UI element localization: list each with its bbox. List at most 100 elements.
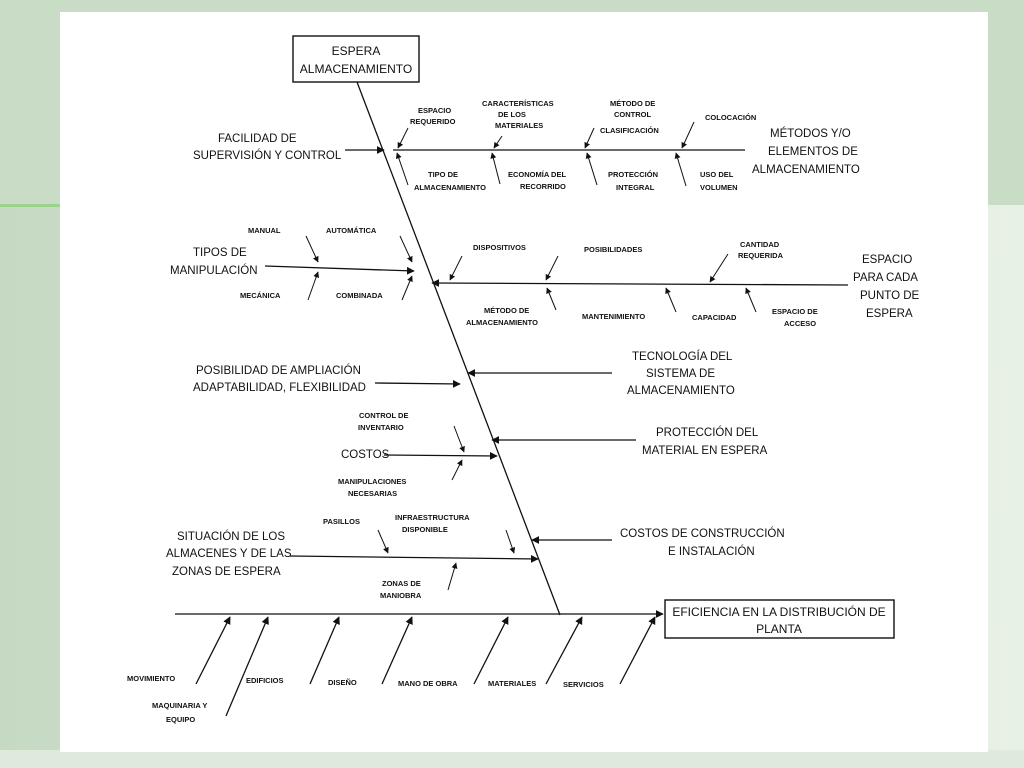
rib-mecanica bbox=[307, 271, 320, 301]
costos-construccion-label-2: E INSTALACIÓN bbox=[668, 545, 755, 558]
tecnologia-label-2: SISTEMA DE bbox=[646, 368, 715, 380]
tipos-label-2: MANIPULACIÓN bbox=[170, 264, 258, 277]
costos-label: COSTOS bbox=[341, 449, 390, 461]
manipulaciones-2: NECESARIAS bbox=[348, 489, 397, 498]
head-box-line-1: EFICIENCIA EN LA DISTRIBUCIÓN DE bbox=[672, 604, 885, 619]
rib-head-extra bbox=[619, 616, 656, 685]
diseno: DISEÑO bbox=[328, 678, 357, 687]
tecnologia-label-1: TECNOLOGÍA DEL bbox=[632, 350, 733, 363]
rib-proteccion-integral bbox=[585, 152, 598, 186]
spine-diagonal bbox=[356, 81, 561, 616]
rib-mantenimiento bbox=[665, 287, 677, 313]
espacio-label-1: ESPACIO bbox=[862, 254, 912, 266]
metodos-label-1: MÉTODOS Y/O bbox=[770, 127, 851, 140]
tipos-label-1: TIPOS DE bbox=[193, 247, 247, 259]
rib-pasillos bbox=[377, 529, 389, 554]
situacion-label-3: ZONAS DE ESPERA bbox=[172, 566, 281, 578]
rib-cantidad-requerida bbox=[709, 253, 729, 283]
pasillos: PASILLOS bbox=[323, 517, 360, 526]
caracteristicas-3: MATERIALES bbox=[495, 121, 543, 130]
zonas-maniobra-2: MANIOBRA bbox=[380, 591, 422, 600]
uso-volumen-1: USO DEL bbox=[700, 170, 734, 179]
economia-1: ECONOMÍA DEL bbox=[508, 170, 566, 179]
caracteristicas-2: DE LOS bbox=[498, 110, 526, 119]
control-inventario-1: CONTROL DE bbox=[359, 411, 408, 420]
head-box-line-2: PLANTA bbox=[756, 622, 802, 636]
zonas-maniobra-1: ZONAS DE bbox=[382, 579, 421, 588]
caracteristicas-1: CARACTERÍSTICAS bbox=[482, 99, 554, 108]
automatica: AUTOMÁTICA bbox=[326, 226, 377, 235]
rib-maquinaria bbox=[225, 616, 269, 717]
espacio-label-2: PARA CADA bbox=[853, 272, 918, 284]
tail-box-line-2: ALMACENAMIENTO bbox=[300, 62, 412, 76]
costos-construccion-label-1: COSTOS DE CONSTRUCCIÓN bbox=[620, 527, 785, 540]
maquinaria-2: EQUIPO bbox=[166, 715, 195, 724]
rib-automatica bbox=[399, 235, 413, 263]
cantidad-requerida-1: CANTIDAD bbox=[740, 240, 780, 249]
control-inventario-2: INVENTARIO bbox=[358, 423, 404, 432]
infraestructura-2: DISPONIBLE bbox=[402, 525, 448, 534]
accent-line bbox=[0, 204, 60, 207]
metodos-label-2: ELEMENTOS DE bbox=[768, 146, 858, 158]
tail-box: ESPERA ALMACENAMIENTO bbox=[292, 35, 420, 83]
rib-metodo-control bbox=[584, 127, 595, 149]
mantenimiento: MANTENIMIENTO bbox=[582, 312, 645, 321]
branch-situacion-arrow bbox=[289, 555, 539, 563]
rib-movimiento bbox=[195, 616, 231, 685]
dispositivos: DISPOSITIVOS bbox=[473, 243, 526, 252]
metodos-label-3: ALMACENAMIENTO bbox=[752, 164, 860, 176]
metodo-almacenamiento-1: MÉTODO DE bbox=[484, 306, 529, 315]
branch-posibilidad-arrow bbox=[374, 380, 461, 388]
rib-espacio-requerido bbox=[397, 127, 409, 149]
situacion-label-1: SITUACIÓN DE LOS bbox=[177, 530, 285, 543]
rib-colocacion bbox=[681, 121, 695, 149]
combinada: COMBINADA bbox=[336, 291, 383, 300]
rib-zonas-maniobra bbox=[447, 562, 458, 591]
materiales: MATERIALES bbox=[488, 679, 536, 688]
rib-uso-volumen bbox=[674, 152, 687, 187]
branch-costos-arrow bbox=[383, 452, 498, 460]
background-band-bottom bbox=[0, 750, 1024, 768]
rib-economia bbox=[490, 152, 501, 185]
facilidad-label-1: FACILIDAD DE bbox=[218, 133, 297, 145]
rib-manual bbox=[305, 235, 319, 263]
posibilidad-label-2: ADAPTABILIDAD, FLEXIBILIDAD bbox=[193, 382, 366, 394]
rib-manipulaciones bbox=[451, 459, 463, 481]
metodo-control-2: CONTROL bbox=[614, 110, 651, 119]
rib-dispositivos bbox=[449, 255, 463, 281]
tail-box-line-1: ESPERA bbox=[332, 44, 381, 58]
espacio-label-4: ESPERA bbox=[866, 308, 913, 320]
facilidad-label-2: SUPERVISIÓN Y CONTROL bbox=[193, 149, 342, 162]
metodo-control-3: CLASIFICACIÓN bbox=[600, 126, 659, 135]
situacion-label-2: ALMACENES Y DE LAS bbox=[166, 548, 292, 560]
rib-control-inventario bbox=[453, 425, 465, 453]
branch-tipos-arrow bbox=[264, 265, 415, 275]
economia-2: RECORRIDO bbox=[520, 182, 566, 191]
rib-tipo-almacenamiento bbox=[395, 152, 409, 186]
espacio-requerido-1: ESPACIO bbox=[418, 106, 451, 115]
uso-volumen-2: VOLUMEN bbox=[700, 183, 738, 192]
proteccion-integral-1: PROTECCIÓN bbox=[608, 170, 658, 179]
head-box: EFICIENCIA EN LA DISTRIBUCIÓN DE PLANTA bbox=[664, 599, 895, 639]
rib-caracteristicas bbox=[493, 135, 503, 149]
rib-servicios bbox=[545, 616, 583, 685]
metodo-almacenamiento-2: ALMACENAMIENTO bbox=[466, 318, 538, 327]
proteccion-label-1: PROTECCIÓN DEL bbox=[656, 426, 759, 439]
mano-obra: MANO DE OBRA bbox=[398, 679, 458, 688]
branch-espacio-line bbox=[431, 279, 849, 287]
rib-materiales bbox=[473, 616, 509, 685]
manual: MANUAL bbox=[248, 226, 281, 235]
tipo-almacenamiento-1: TIPO DE bbox=[428, 170, 458, 179]
manipulaciones-1: MANIPULACIONES bbox=[338, 477, 406, 486]
infraestructura-1: INFRAESTRUCTURA bbox=[395, 513, 470, 522]
tipo-almacenamiento-2: ALMACENAMIENTO bbox=[414, 183, 486, 192]
mecanica: MECÁNICA bbox=[240, 291, 281, 300]
rib-infraestructura bbox=[505, 529, 516, 554]
espacio-label-3: PUNTO DE bbox=[860, 290, 920, 302]
edificios: EDIFICIOS bbox=[246, 676, 284, 685]
rib-diseno bbox=[309, 616, 340, 685]
espacio-acceso-2: ACCESO bbox=[784, 319, 816, 328]
proteccion-integral-2: INTEGRAL bbox=[616, 183, 655, 192]
rib-capacidad bbox=[745, 287, 757, 313]
